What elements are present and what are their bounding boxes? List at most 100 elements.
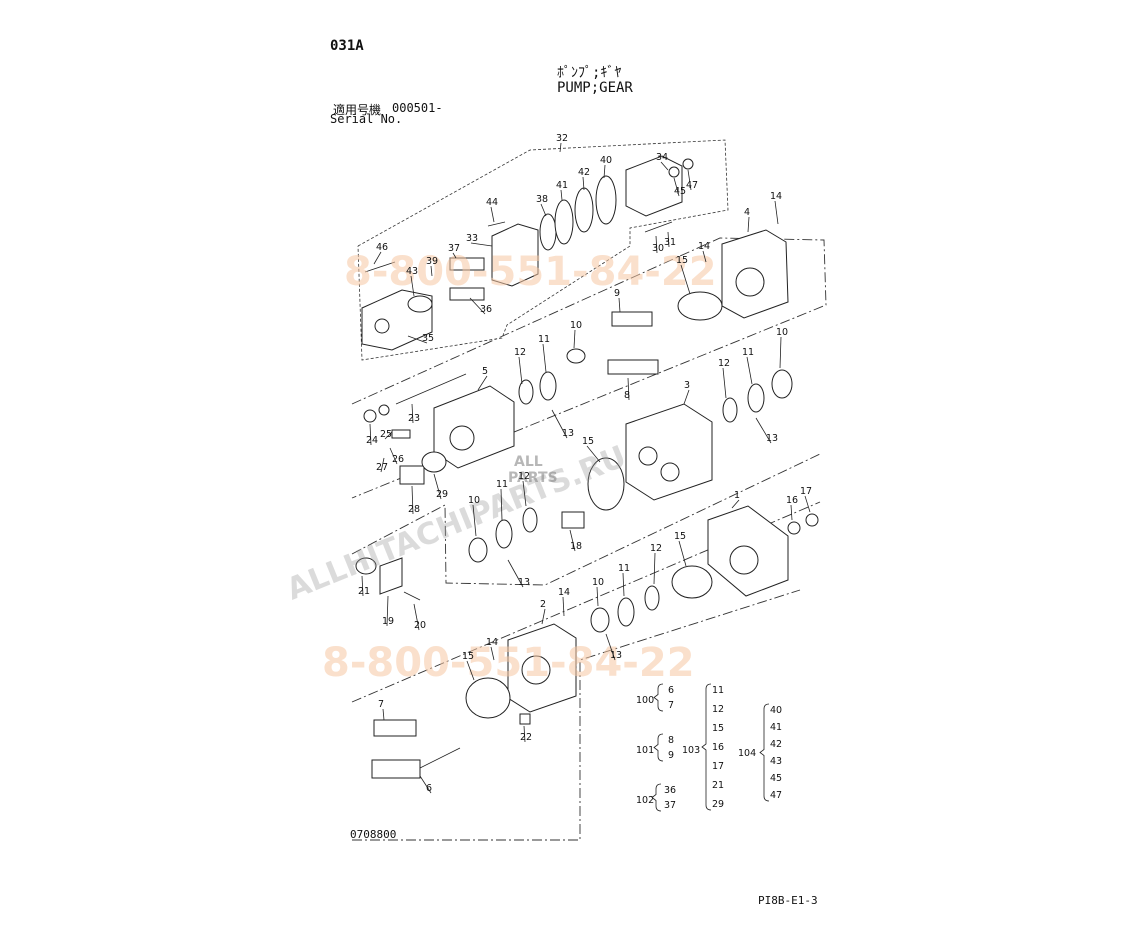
leader-line-c11b <box>746 356 753 385</box>
part-18-bushing <box>561 511 585 529</box>
page-code: 031A <box>330 38 364 54</box>
kit-item-k103-29: 29 <box>712 799 724 810</box>
part-24-seal <box>363 409 377 423</box>
leader-line-c12d <box>653 552 656 585</box>
part-46-bolt <box>364 261 396 273</box>
leader-line-c5 <box>477 375 488 391</box>
part-44-pin <box>487 221 506 227</box>
kit-brace-k104 <box>759 703 770 802</box>
callout-labels: 3234404745424138443337463943363530311441… <box>358 133 812 794</box>
callout-c5: 5 <box>482 366 488 377</box>
part-38-plate <box>539 213 557 251</box>
leader-line-c11c <box>500 488 503 521</box>
part-35-port <box>374 318 390 334</box>
part-23-shaft <box>395 373 467 405</box>
kit-item-k101-8: 8 <box>668 735 674 746</box>
part-15-seal-bottom <box>465 677 511 719</box>
callout-c8: 8 <box>624 390 630 401</box>
leader-line-c40 <box>603 164 606 179</box>
callout-c11a: 11 <box>538 334 550 345</box>
leader-line-c1 <box>731 499 740 509</box>
kit-item-k104-40: 40 <box>770 705 782 716</box>
leader-line-c27 <box>380 457 385 473</box>
kit-item-k103-21: 21 <box>712 780 724 791</box>
leader-line-c10c <box>472 504 477 537</box>
callout-c23: 23 <box>408 413 420 424</box>
callout-c13c: 13 <box>518 577 530 588</box>
leader-line-c24 <box>369 423 372 446</box>
kit-label-k100: 100 <box>636 695 654 706</box>
callout-c12b: 12 <box>718 358 730 369</box>
part-4-bore <box>735 267 765 297</box>
leader-line-c13b <box>755 417 772 444</box>
callout-c42: 42 <box>578 167 590 178</box>
part-12-ring-d <box>644 585 660 611</box>
kit-brace-k100 <box>653 683 664 712</box>
kit-item-k103-11: 11 <box>712 685 724 696</box>
leader-line-c34 <box>660 161 669 171</box>
callout-c2: 2 <box>540 599 546 610</box>
callout-c44: 44 <box>486 197 498 208</box>
part-3-body <box>625 403 713 501</box>
leader-line-c33 <box>470 242 493 247</box>
leader-line-c46 <box>373 251 382 265</box>
leader-line-c15d <box>466 660 475 681</box>
callout-c7: 7 <box>378 699 384 710</box>
callout-c11b: 11 <box>742 347 754 358</box>
leader-line-c3 <box>683 389 690 405</box>
section-border-3 <box>351 501 821 703</box>
part-25-plate <box>391 429 411 439</box>
callout-c11c: 11 <box>496 479 508 490</box>
callout-c31: 31 <box>664 237 676 248</box>
part-9-gear <box>611 311 653 327</box>
kit-brace-k102 <box>651 783 662 812</box>
leader-line-c28 <box>411 485 414 515</box>
leader-line-c23 <box>411 403 414 424</box>
parts-artwork <box>355 155 819 779</box>
callout-c10d: 10 <box>592 577 604 588</box>
leader-line-c37 <box>452 252 457 259</box>
part-6-gear-shaft <box>371 759 421 779</box>
leader-line-c36 <box>469 297 486 315</box>
part-17-ring <box>805 513 819 527</box>
callout-c26: 26 <box>392 454 404 465</box>
callout-c10c: 10 <box>468 495 480 506</box>
part-16-seal <box>787 521 801 535</box>
page-title-japanese: ﾎﾟﾝﾌﾟ;ｷﾞﾔ <box>557 65 622 81</box>
serial-number-value: 000501- <box>392 101 443 115</box>
callout-c13d: 13 <box>610 650 622 661</box>
leader-line-c17 <box>804 495 811 513</box>
callout-c15d: 15 <box>462 651 474 662</box>
callout-c17: 17 <box>800 486 812 497</box>
callout-c15c: 15 <box>674 531 686 542</box>
callout-c12c: 12 <box>518 471 530 482</box>
leader-line-c25 <box>384 431 393 440</box>
callout-c3: 3 <box>684 380 690 391</box>
callout-c46: 46 <box>376 242 388 253</box>
leader-line-c31 <box>667 231 670 248</box>
subassembly-32-outline <box>357 139 729 361</box>
leader-line-c39 <box>430 265 433 277</box>
callout-c13b: 13 <box>766 433 778 444</box>
part-6-shaft-spline <box>419 747 461 769</box>
kit-label-k104: 104 <box>738 748 756 759</box>
part-45-seal <box>668 166 680 178</box>
kit-groupings: 1006710189102363710311121516172129104404… <box>636 683 782 812</box>
leader-line-c9 <box>618 297 621 313</box>
kit-label-k103: 103 <box>682 745 700 756</box>
callout-c15a: 15 <box>676 255 688 266</box>
kit-item-k103-12: 12 <box>712 704 724 715</box>
kit-item-k104-47: 47 <box>770 790 782 801</box>
kit-item-k104-42: 42 <box>770 739 782 750</box>
kit-item-k101-9: 9 <box>668 750 674 761</box>
callout-c29: 29 <box>436 489 448 500</box>
part-21-oring <box>355 557 377 575</box>
part-30-bolt <box>644 221 673 233</box>
kit-item-k104-43: 43 <box>770 756 782 767</box>
part-26-ring <box>378 404 390 416</box>
part-8-gear <box>607 359 659 375</box>
leader-line-c41 <box>560 189 563 201</box>
leader-line-c30 <box>655 235 658 254</box>
callout-c40: 40 <box>600 155 612 166</box>
part-47-ring <box>682 158 694 170</box>
